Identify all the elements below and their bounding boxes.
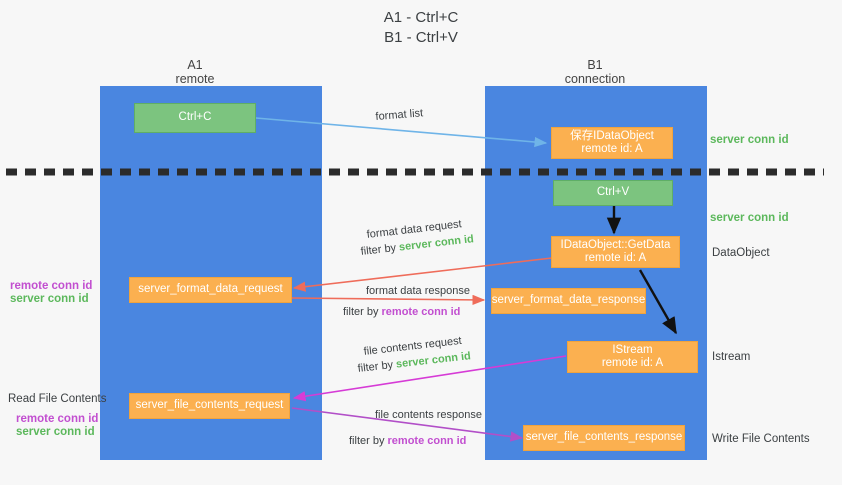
box-getdata-line2: remote id: A bbox=[584, 252, 647, 264]
box-server-format-data-response-label: server_format_data_response bbox=[491, 294, 646, 307]
left-label-server-conn-id-lower: server conn id bbox=[16, 426, 95, 438]
box-server-file-contents-request-label: server_file_contents_request bbox=[135, 399, 284, 412]
title-line-1: A1 - Ctrl+C bbox=[383, 9, 459, 26]
title-line-2: B1 - Ctrl+V bbox=[384, 29, 458, 46]
box-ctrl-c-label: Ctrl+C bbox=[178, 111, 212, 124]
box-save-idataobject[interactable]: 保存IDataObject remote id: A bbox=[551, 127, 673, 159]
label-file-contents-response-filter-value: remote conn id bbox=[387, 435, 467, 447]
box-istream-line1: IStream bbox=[612, 343, 653, 356]
lane-a1-subtitle: remote bbox=[175, 72, 215, 86]
right-label-server-conn-id-top: server conn id bbox=[710, 134, 789, 146]
box-server-format-data-request-label: server_format_data_request bbox=[138, 283, 283, 296]
box-server-file-contents-request[interactable]: server_file_contents_request bbox=[129, 393, 290, 419]
label-format-list: format list bbox=[375, 107, 424, 123]
lane-b1-subtitle: connection bbox=[564, 72, 626, 86]
lane-b1-title: B1 bbox=[587, 58, 603, 72]
label-file-contents-response: file contents response bbox=[375, 409, 483, 421]
box-ctrl-c[interactable]: Ctrl+C bbox=[134, 103, 256, 133]
lane-header-b1: B1 connection bbox=[530, 58, 660, 86]
right-label-server-conn-id-mid: server conn id bbox=[710, 212, 789, 224]
box-istream-line2: remote id: A bbox=[601, 357, 664, 369]
box-istream[interactable]: IStream remote id: A bbox=[567, 341, 698, 373]
box-ctrl-v[interactable]: Ctrl+V bbox=[553, 180, 673, 206]
box-server-file-contents-response-label: server_file_contents_response bbox=[525, 431, 683, 444]
right-label-dataobject: DataObject bbox=[712, 247, 770, 259]
box-save-idataobject-line2: remote id: A bbox=[581, 143, 643, 155]
label-format-data-response-filter-value: remote conn id bbox=[381, 306, 461, 318]
lane-a1-title: A1 bbox=[187, 58, 203, 72]
label-file-contents-request-filter-prefix: filter by bbox=[357, 358, 397, 375]
lane-header-a1: A1 remote bbox=[130, 58, 260, 86]
box-ctrl-v-label: Ctrl+V bbox=[596, 186, 630, 199]
label-format-data-response-filter: filter by remote conn id bbox=[343, 305, 460, 319]
box-server-file-contents-response[interactable]: server_file_contents_response bbox=[523, 425, 685, 451]
box-server-format-data-request[interactable]: server_format_data_request bbox=[129, 277, 292, 303]
box-getdata-line1: IDataObject::GetData bbox=[560, 238, 671, 251]
left-label-remote-conn-id-upper: remote conn id bbox=[10, 280, 93, 292]
label-file-contents-response-filter-prefix: filter by bbox=[349, 435, 388, 447]
right-label-istream: Istream bbox=[712, 351, 751, 363]
label-file-contents-response-filter: filter by remote conn id bbox=[349, 434, 466, 448]
diagram-title: A1 - Ctrl+C B1 - Ctrl+V bbox=[0, 8, 842, 48]
box-server-format-data-response[interactable]: server_format_data_response bbox=[491, 288, 646, 314]
left-label-remote-conn-id-lower: remote conn id bbox=[16, 413, 99, 425]
box-save-idataobject-line1: 保存IDataObject bbox=[570, 129, 654, 142]
label-format-data-response: format data response bbox=[366, 285, 470, 297]
label-format-data-request-filter-prefix: filter by bbox=[360, 241, 400, 258]
label-format-data-response-filter-prefix: filter by bbox=[343, 306, 382, 318]
left-label-read-file-contents: Read File Contents bbox=[8, 393, 107, 405]
box-getdata[interactable]: IDataObject::GetData remote id: A bbox=[551, 236, 680, 268]
right-label-write-file-contents: Write File Contents bbox=[712, 433, 810, 445]
left-label-server-conn-id-upper: server conn id bbox=[10, 293, 89, 305]
